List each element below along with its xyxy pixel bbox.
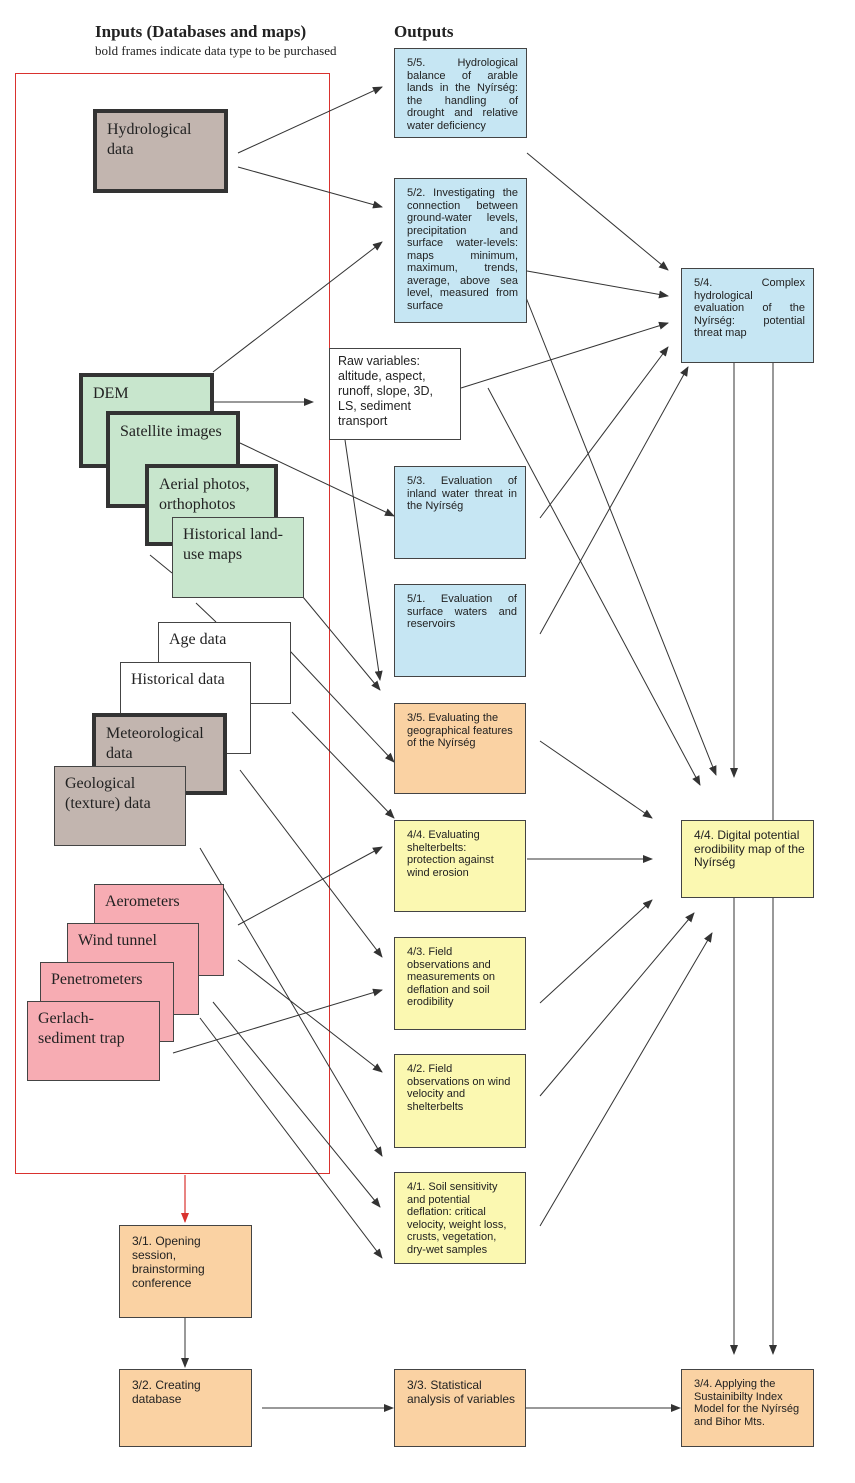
output-4-3: 4/3. Field observations and measurements…: [394, 937, 526, 1030]
output-4-1: 4/1. Soil sensitivity and potential defl…: [394, 1172, 526, 1264]
output-5-2: 5/2. Investigating the connection betwee…: [394, 178, 527, 323]
raw-variables-box: Raw variables: altitude, aspect, runoff,…: [329, 348, 461, 440]
output-5-4: 5/4. Complex hydrological evaluation of …: [681, 268, 814, 363]
output-4-4-shelterbelts: 4/4. Evaluating shelterbelts: protection…: [394, 820, 526, 912]
output-5-3: 5/3. Evaluation of inland water threat i…: [394, 466, 526, 559]
inputs-subtitle: bold frames indicate data type to be pur…: [95, 43, 337, 58]
output-4-4-erodibility-map: 4/4. Digital potential erodibility map o…: [681, 820, 814, 898]
output-3-4: 3/4. Applying the Sustainibilty Index Mo…: [681, 1369, 814, 1447]
input-hydrological-data: Hydrological data: [93, 109, 228, 193]
output-3-1: 3/1. Opening session, brainstorming conf…: [119, 1225, 252, 1318]
inputs-title: Inputs (Databases and maps): [95, 22, 307, 41]
input-satellite-images: Satellite images: [106, 411, 240, 508]
output-3-5: 3/5. Evaluating the geographical feature…: [394, 703, 526, 794]
output-4-2: 4/2. Field observations on wind velocity…: [394, 1054, 526, 1148]
input-geological-data: Geological (texture) data: [54, 766, 186, 846]
output-3-3: 3/3. Statistical analysis of variables: [394, 1369, 526, 1447]
output-5-5: 5/5. Hydrological balance of arable land…: [394, 48, 527, 138]
input-historical-land-use-maps: Historical land-use maps: [172, 517, 304, 598]
input-gerlach-sediment-trap: Gerlach- sediment trap: [27, 1001, 160, 1081]
output-3-2: 3/2. Creating database: [119, 1369, 252, 1447]
outputs-title: Outputs: [394, 22, 454, 41]
output-5-1: 5/1. Evaluation of surface waters and re…: [394, 584, 526, 677]
